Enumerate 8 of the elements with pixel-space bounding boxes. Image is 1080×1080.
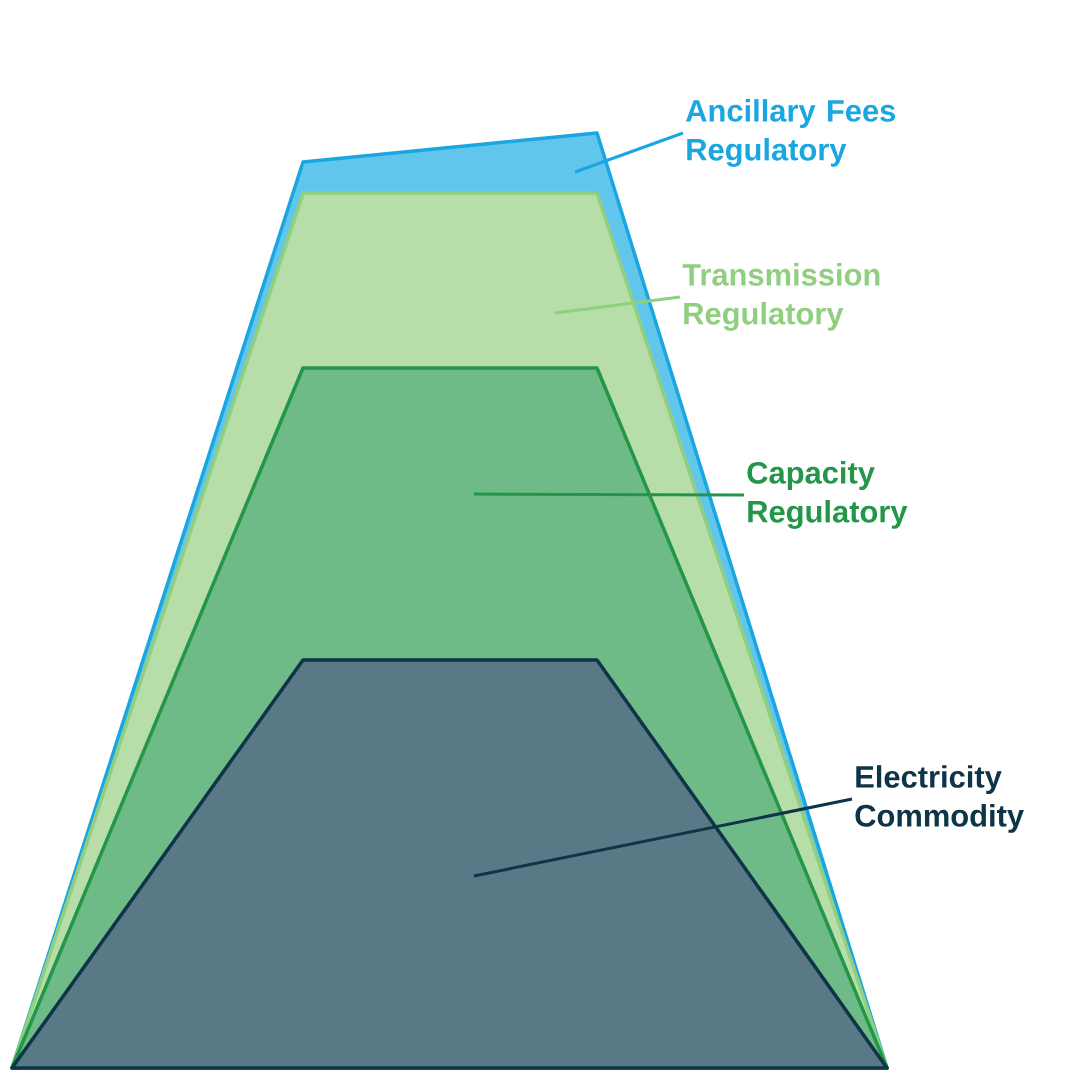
layer-label: Transmission Regulatory [682,263,880,331]
leader-line [574,131,684,174]
layer-label: Ancillary Fees Regulatory [685,99,896,167]
layer-label: Capacity Regulatory [747,461,908,529]
leader-line [554,295,681,315]
layer-label: Electricity Commodity [855,765,1024,833]
leader-line [473,797,853,878]
leader-line [474,492,744,497]
